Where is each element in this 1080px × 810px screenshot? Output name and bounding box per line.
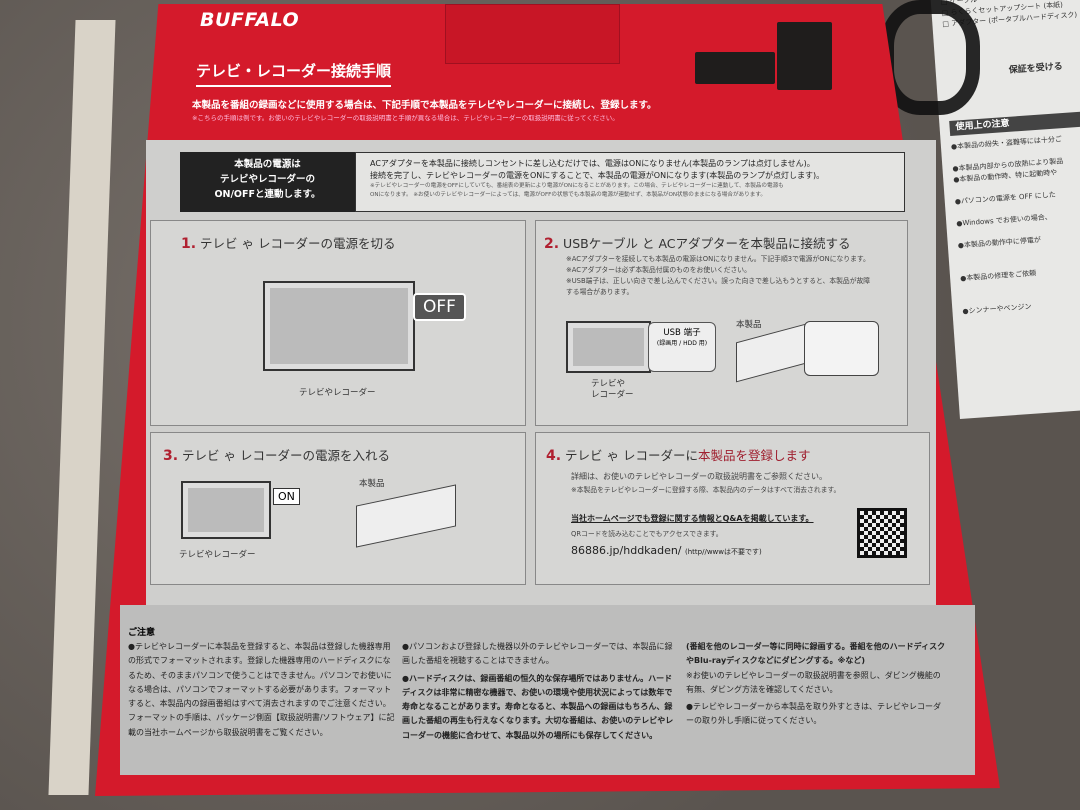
- qr-text: QRコードを読み込むことでもアクセスできます。: [571, 530, 723, 538]
- on-bubble: ON: [273, 488, 300, 505]
- label: テレビや: [591, 379, 626, 389]
- leaflet-item: ●本製品の修理をご依頼: [959, 269, 1037, 283]
- tv-icon: [263, 281, 415, 371]
- step-title: 1. テレビ ゃ レコーダーの電源を切る: [181, 233, 396, 252]
- info-note: ONになります。 ※お使いのテレビやレコーダーによっては、電源がOFFの状態でも…: [370, 192, 767, 198]
- step-title: 2. USBケーブル と ACアダプターを本製品に接続する: [544, 233, 851, 252]
- step-text: USBケーブル: [563, 236, 638, 251]
- tv-icon: [566, 321, 651, 373]
- step-2: 2. USBケーブル と ACアダプターを本製品に接続する ※ACアダプターを接…: [535, 220, 908, 426]
- qr-code: [857, 508, 907, 558]
- caution-item: (番組を他のレコーダー等に同時に録画する。番組を他のハードディスクやBlu-ra…: [686, 642, 946, 666]
- off-bubble: OFF: [413, 293, 466, 321]
- usb-label: USB 端子: [663, 328, 701, 338]
- step-notes: ※ACアダプターを接続しても本製品の電源はONになりません。下記手順3で電源がO…: [566, 254, 876, 298]
- step-3: 3. テレビ ゃ レコーダーの電源を入れる ON テレビやレコーダー 本製品: [150, 432, 526, 585]
- hdd-image: [777, 22, 832, 90]
- step-text: と: [641, 236, 655, 251]
- leaflet-heading: 使用上の注意: [949, 108, 1080, 136]
- step-detail: 詳細は、お使いのテレビやレコーダーの取扱説明書をご参照ください。: [571, 472, 827, 481]
- info-line: テレビやレコーダーの: [219, 174, 315, 185]
- product-label: 本製品: [359, 479, 385, 489]
- leaflet-item: ●パソコンの電源を OFF にした: [954, 190, 1056, 206]
- step-1: 1. テレビ ゃ レコーダーの電源を切る OFF テレビやレコーダー: [150, 220, 526, 426]
- caution-column-2: ●パソコンおよび登録した機器以外のテレビやレコーダーでは、本製品に録画した番組を…: [402, 640, 680, 743]
- info-line: 本製品の電源は: [234, 159, 301, 170]
- step-number: 3.: [163, 448, 179, 464]
- tv-icon: [181, 481, 271, 539]
- step-text: テレビ ゃ レコーダーの電源を入れる: [182, 448, 390, 463]
- label: レコーダー: [591, 390, 634, 400]
- product-label: 本製品: [736, 320, 762, 330]
- power-info-text: ACアダプターを本製品に接続しコンセントに差し込むだけでは、電源はONになりませ…: [355, 152, 905, 212]
- step-text: 本製品を登録します: [698, 448, 811, 463]
- caution-heading: ご注意: [128, 628, 156, 638]
- leaflet-item: ●シンナーやベンジン: [962, 302, 1032, 316]
- url-note: (http//wwwは不要です): [685, 548, 762, 556]
- step-title: 3. テレビ ゃ レコーダーの電源を入れる: [163, 445, 390, 464]
- caution-column-1: ●テレビやレコーダーに本製品を登録すると、本製品は登録した機器専用の形式でフォー…: [128, 642, 395, 737]
- web-info: 当社ホームページでも登録に関する情報とQ&Aを掲載しています。: [571, 514, 814, 523]
- support-url[interactable]: 86886.jp/hddkaden/ (http//wwwは不要です): [571, 545, 762, 558]
- info-line: ACアダプターを本製品に接続しコンセントに差し込むだけでは、電源はONになりませ…: [370, 159, 815, 168]
- caution-item: ●ハードディスクは、録画番組の恒久的な保存場所ではありません。ハードディスクは非…: [402, 673, 674, 740]
- intro-note: ※こちらの手順は例です。お使いのテレビやレコーダーの取扱説明書と手順が異なる場合…: [192, 114, 619, 122]
- step-number: 1.: [181, 236, 197, 252]
- info-line: 接続を完了し、テレビやレコーダーの電源をONにすることで、本製品の電源がONにな…: [370, 171, 825, 180]
- hdd-drawing: [356, 484, 456, 548]
- intro-text: 本製品を番組の録画などに使用する場合は、下記手順で本製品をテレビやレコーダーに接…: [192, 100, 657, 111]
- leaflet-item: ●本製品の動作中に停電が: [957, 235, 1042, 250]
- info-note: ※テレビやレコーダーの電源をOFFにしていても、番組表の更新により電源がONにな…: [370, 183, 784, 189]
- power-sync-box: 本製品の電源は テレビやレコーダーの ON/OFFと連動します。: [180, 152, 355, 212]
- tv-label: テレビやレコーダー: [299, 388, 376, 398]
- caution-panel: [120, 605, 975, 775]
- leaflet-item: ●Windows でお使いの場合、: [956, 213, 1053, 228]
- step-text: を本製品に接続する: [738, 236, 851, 251]
- step-title: 4. テレビ ゃ レコーダーに本製品を登録します: [546, 445, 811, 464]
- step-number: 2.: [544, 236, 560, 252]
- hdd-drawing: [736, 323, 806, 383]
- note: ※ACアダプターを接続しても本製品の電源はONになりません。下記手順3で電源がO…: [566, 255, 870, 263]
- step-note: ※本製品をテレビやレコーダーに登録する際、本製品内のデータはすべて消去されます。: [571, 486, 841, 494]
- info-line: ON/OFFと連動します。: [214, 189, 321, 200]
- caution-column-3: (番組を他のレコーダー等に同時に録画する。番組を他のハードディスクやBlu-ra…: [686, 640, 948, 729]
- step-text: テレビ ゃ レコーダーの電源を切る: [200, 236, 396, 251]
- usb-sublabel: (録画用 / HDD 用): [656, 340, 708, 347]
- box-tab: [445, 4, 620, 64]
- tv-label: テレビやレコーダー: [179, 550, 256, 560]
- usb-port-callout: USB 端子 (録画用 / HDD 用): [648, 322, 716, 372]
- url[interactable]: 86886.jp/hddkaden/: [571, 544, 682, 557]
- step-text: テレビ ゃ レコーダーに: [565, 448, 698, 463]
- caution-item: ●パソコンおよび登録した機器以外のテレビやレコーダーでは、本製品に録画した番組を…: [402, 642, 673, 666]
- hdd-image: [695, 52, 775, 84]
- note: ※ACアダプターは必ず本製品付属のものをお使いください。: [566, 266, 751, 274]
- step-text: ACアダプター: [658, 236, 739, 251]
- caution-item: ●テレビやレコーダーから本製品を取り外すときは、テレビやレコーダーの取り外し手順…: [686, 702, 941, 726]
- step-number: 4.: [546, 448, 562, 464]
- connector-closeup: [804, 321, 879, 376]
- page-title: テレビ・レコーダー接続手順: [196, 60, 392, 87]
- note: ※USB端子は、正しい向きで差し込んでください。誤った向きで差し込もうとすると、…: [566, 277, 871, 296]
- caution-item: ※お使いのテレビやレコーダーの取扱説明書を参照し、ダビング機能の有無、ダビング方…: [686, 670, 941, 694]
- tv-label: テレビやレコーダー: [591, 379, 634, 401]
- buffalo-logo: BUFFALO: [200, 9, 300, 31]
